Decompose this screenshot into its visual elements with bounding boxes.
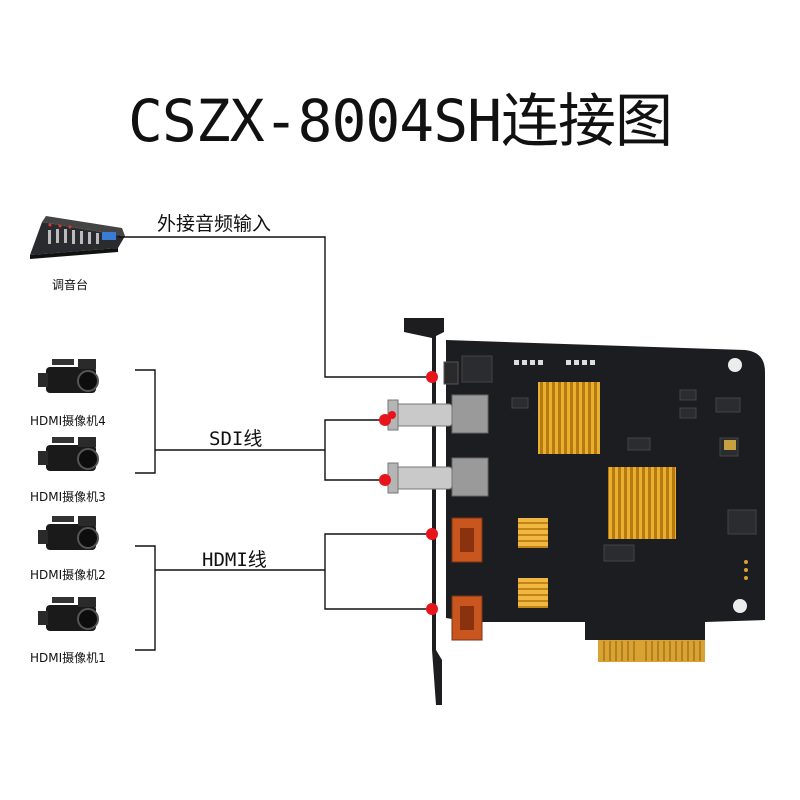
- mixer-label: 调音台: [52, 278, 89, 292]
- heatsink-large: [538, 382, 600, 454]
- camera-1-label: HDMI摄像机1: [30, 651, 106, 665]
- hdmi-port-1: [451, 517, 483, 563]
- heatsink-center: [608, 467, 676, 539]
- audio-input-label: 外接音频输入: [157, 213, 272, 235]
- sdi-split-line: [324, 419, 385, 481]
- camera-4-label: HDMI摄像机4: [30, 414, 106, 428]
- heatsink-small-2: [518, 578, 548, 608]
- camera-2-icon: [38, 516, 99, 550]
- camera-3-icon: [38, 437, 99, 471]
- hdmi-connector-dot-2: [426, 603, 438, 615]
- sdi-port-2: [387, 457, 489, 497]
- audio-connector-dot: [426, 371, 438, 383]
- camera-2-label: HDMI摄像机2: [30, 568, 106, 582]
- camera-4-icon: [38, 359, 99, 393]
- mixer-icon: [30, 216, 125, 259]
- sdi-connector-dot-2: [379, 474, 391, 486]
- pcie-connector: [598, 640, 705, 662]
- diagram-title: CSZX-8004SH连接图: [127, 87, 673, 155]
- sdi-connector-dot-1: [379, 414, 391, 426]
- camera-1-icon: [38, 597, 99, 631]
- hdmi-port-2: [451, 595, 483, 641]
- hdmi-camera-bracket: [135, 545, 156, 651]
- connection-lines: [118, 236, 432, 651]
- sdi-port-1: [387, 394, 489, 434]
- audio-port: [443, 361, 459, 385]
- sdi-camera-bracket: [135, 369, 156, 474]
- sdi-cable-label: SDI线: [209, 428, 263, 450]
- capture-card: [387, 318, 765, 705]
- hdmi-cable-label: HDMI线: [202, 549, 267, 571]
- camera-3-label: HDMI摄像机3: [30, 490, 106, 504]
- audio-line: [118, 236, 432, 378]
- hdmi-connector-dot-1: [426, 528, 438, 540]
- hdmi-split-line: [324, 533, 432, 610]
- heatsink-small-1: [518, 518, 548, 548]
